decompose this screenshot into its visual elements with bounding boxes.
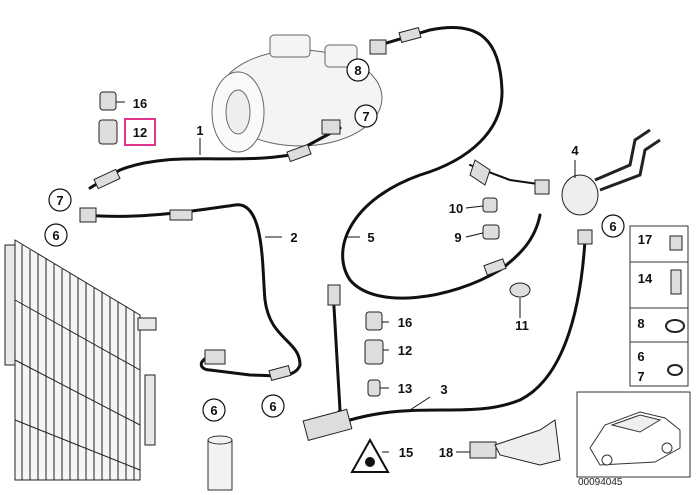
vehicle-thumbnail	[576, 391, 691, 478]
highlight-box	[124, 118, 156, 146]
schrader-valve-icon	[669, 235, 683, 251]
legend-14: 14	[638, 271, 653, 286]
label-18: 18	[439, 445, 453, 460]
parts-legend	[629, 225, 689, 387]
label-13: 13	[398, 381, 412, 396]
callout-7-left: 7	[56, 193, 63, 208]
hose-1	[88, 126, 342, 190]
compressor	[211, 34, 383, 153]
legend-8: 8	[637, 316, 644, 331]
bracket	[494, 419, 561, 466]
expansion-valve	[561, 128, 661, 216]
label-16-right: 16	[398, 315, 412, 330]
label-9: 9	[454, 230, 461, 245]
valve-core-12-left	[98, 119, 118, 145]
dryer-pipe	[328, 288, 342, 432]
callout-6-right: 6	[609, 219, 616, 234]
hose-3	[348, 238, 587, 422]
label-16-left: 16	[133, 96, 147, 111]
label-10: 10	[449, 201, 463, 216]
callout-6-bottom: 6	[269, 399, 276, 414]
label-1: 1	[196, 123, 203, 138]
legend-6: 6	[637, 349, 644, 364]
label-2: 2	[290, 230, 297, 245]
hose-5	[341, 26, 542, 300]
callout-6-left: 6	[52, 228, 59, 243]
receiver-dryer	[207, 435, 233, 491]
label-12-highlighted[interactable]: 12	[133, 125, 147, 140]
label-4: 4	[571, 143, 579, 158]
o-ring-small-icon	[667, 364, 683, 376]
callout-8: 8	[354, 63, 361, 78]
warning-triangle-icon	[350, 437, 390, 473]
valve-cap-16-left	[99, 91, 117, 111]
label-3: 3	[440, 382, 447, 397]
label-5: 5	[367, 230, 374, 245]
condenser	[4, 239, 157, 481]
callout-7-top: 7	[362, 109, 369, 124]
o-ring-large-icon	[665, 319, 685, 333]
legend-7: 7	[637, 369, 644, 384]
label-15: 15	[399, 445, 413, 460]
bolt-icon	[670, 269, 682, 295]
hose-2	[83, 203, 302, 378]
catalog-number: 00094045	[578, 477, 623, 488]
label-12-right: 12	[398, 343, 412, 358]
label-11: 11	[515, 318, 529, 333]
legend-17: 17	[638, 232, 652, 247]
callout-6-dryer: 6	[210, 403, 217, 418]
